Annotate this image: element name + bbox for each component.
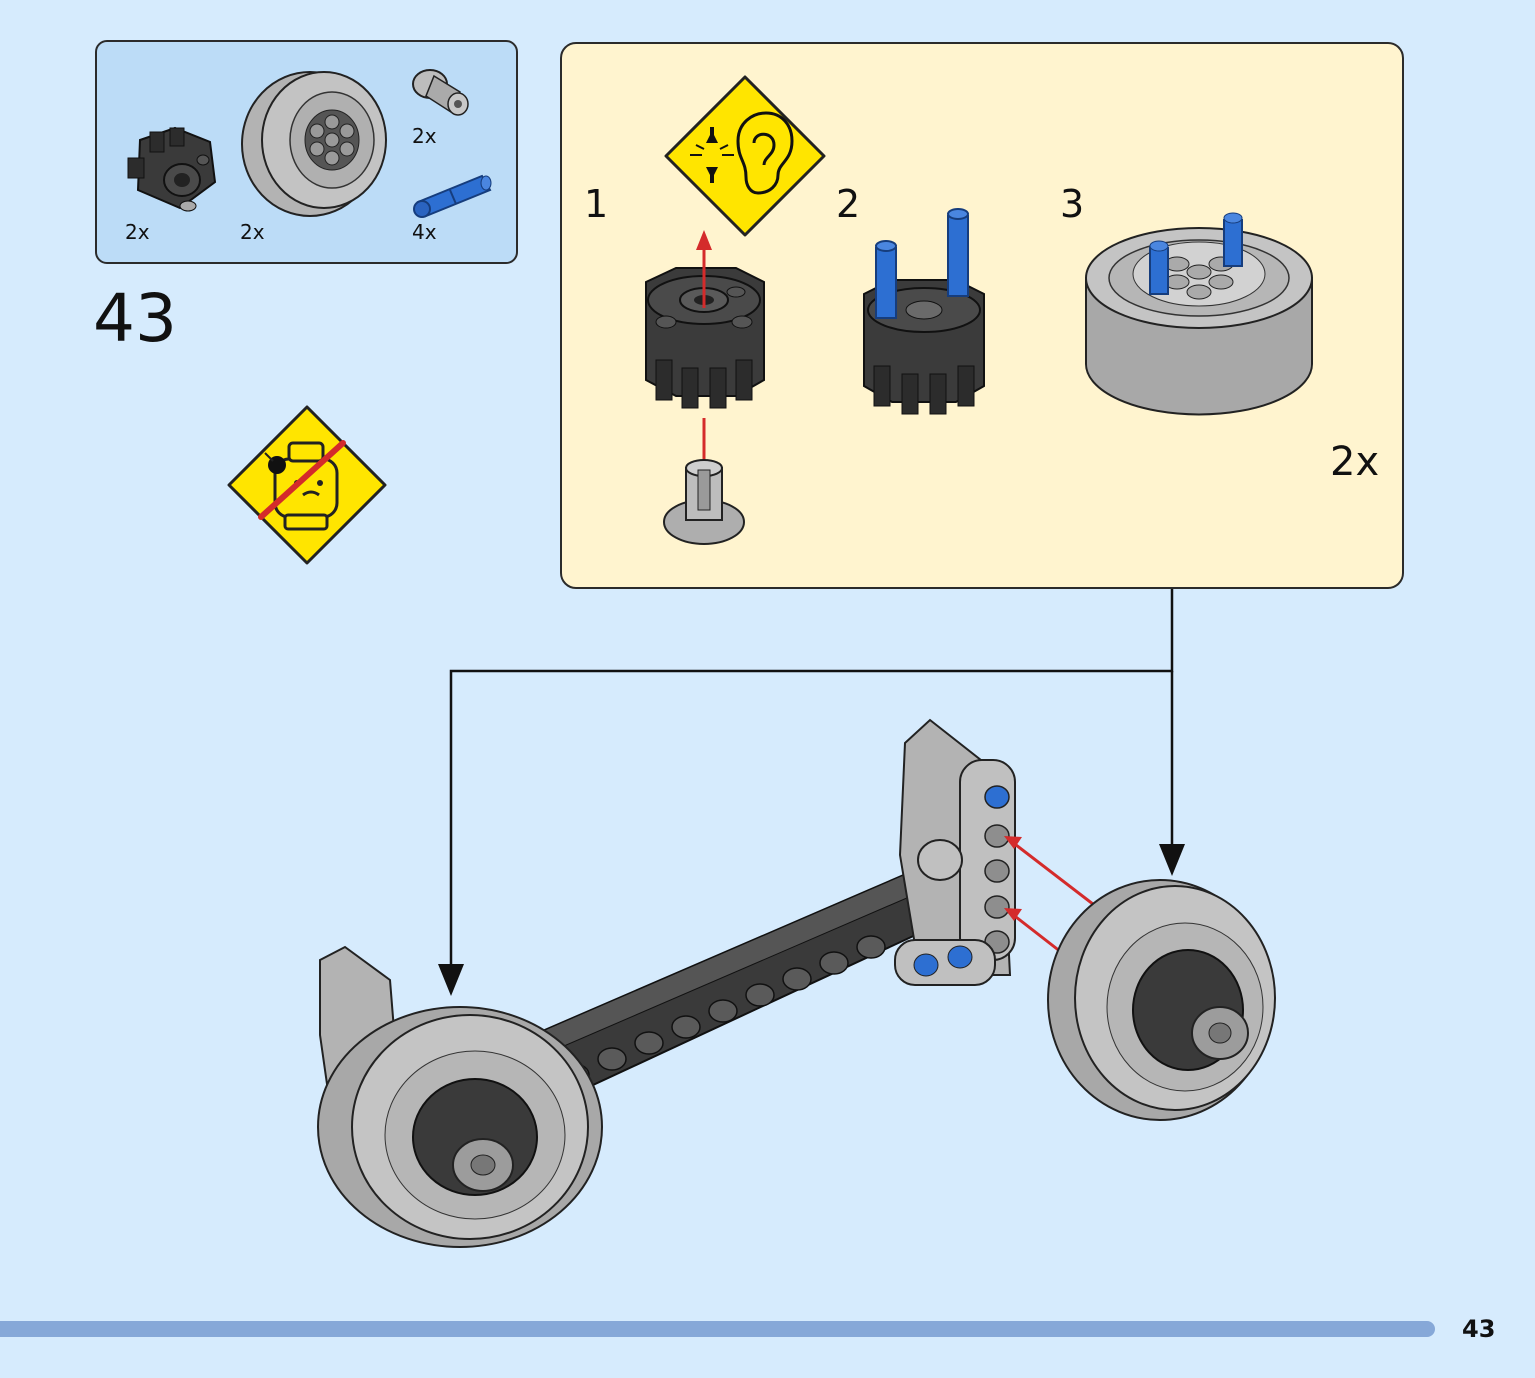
sub-step-number: 2 [836, 182, 861, 226]
sub-assembly-multiplier: 2x [1330, 439, 1380, 485]
page-progress-bar [0, 1321, 1435, 1337]
page-number: 43 [1462, 1315, 1496, 1343]
step-number: 43 [93, 280, 177, 357]
axle-with-wheels-icon [317, 718, 1276, 1248]
sub-step-number: 3 [1060, 182, 1085, 226]
hub-connector-icon [127, 126, 217, 212]
blue-pin-icon [413, 174, 492, 218]
hub-with-bush-pin-icon [645, 230, 765, 545]
press-and-listen-icon [664, 75, 826, 237]
bush-pin-icon [412, 69, 469, 116]
part-qty: 2x [412, 124, 437, 148]
part-qty: 2x [240, 220, 265, 244]
wheel-with-hub-icon [1085, 212, 1313, 416]
sub-step-number: 1 [584, 182, 609, 226]
wheel-rim-icon [241, 71, 387, 217]
small-parts-choking-warning-icon [227, 405, 387, 565]
part-qty: 4x [412, 220, 437, 244]
part-qty: 2x [125, 220, 150, 244]
hub-with-blue-pins-icon [863, 208, 985, 415]
